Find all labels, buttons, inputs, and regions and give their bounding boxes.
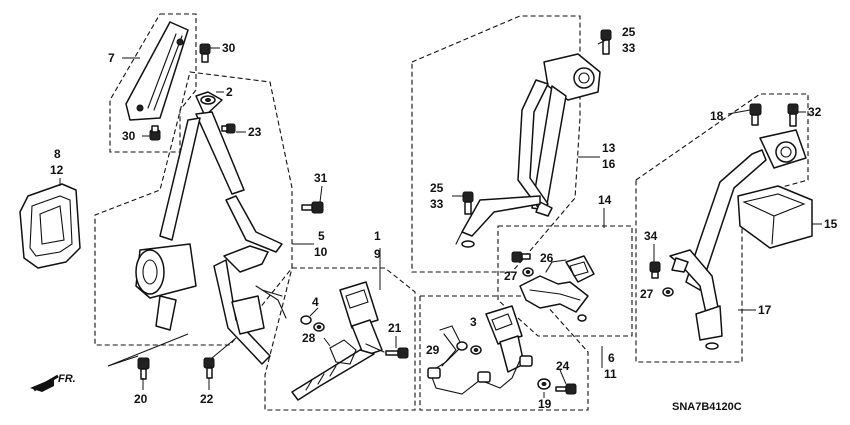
callout-26: 26 <box>540 251 554 265</box>
rear-buckle-set-part <box>519 255 595 313</box>
callout-7: 7 <box>108 51 115 65</box>
direction-label: FR. <box>58 373 76 385</box>
bolt-23-icon <box>221 123 236 134</box>
diagram-code-label: SNA7B4120C <box>672 401 742 413</box>
frame-center-buckle <box>264 267 416 411</box>
washer-27-lower-icon <box>662 287 674 297</box>
tray-cover-part <box>737 185 813 249</box>
frame-front-seat-belt <box>94 71 293 346</box>
callout-30: 30 <box>122 129 136 143</box>
callout-21: 21 <box>388 321 402 335</box>
callout-11: 11 <box>604 367 617 381</box>
callout-16: 16 <box>602 157 616 171</box>
callout-34: 34 <box>644 229 658 243</box>
bolt-31-icon <box>301 201 324 214</box>
rear-outer-belt-part <box>455 53 601 248</box>
callout-23: 23 <box>248 125 262 139</box>
callout-24: 24 <box>556 359 570 373</box>
callout-18: 18 <box>710 109 724 123</box>
callout-33: 33 <box>430 197 444 211</box>
callout-3: 3 <box>470 315 477 329</box>
bolt-24-icon <box>555 383 577 395</box>
callout-32: 32 <box>808 105 822 119</box>
washer-4-icon <box>300 315 325 332</box>
bolt-30-lower-icon <box>149 125 161 141</box>
callout-20: 20 <box>134 392 148 406</box>
callout-29: 29 <box>426 343 440 357</box>
washer-27-upper-icon <box>522 267 534 277</box>
callout-12: 12 <box>50 163 64 177</box>
front-buckle-part <box>291 281 385 401</box>
callout-4: 4 <box>312 295 319 309</box>
rear-buckle-harness-part <box>427 305 533 395</box>
callout-22: 22 <box>200 392 214 406</box>
callout-25: 25 <box>622 25 636 39</box>
frame-rear-outer-belt <box>411 15 581 273</box>
washer-2-icon <box>200 95 216 105</box>
callout-25: 25 <box>430 181 444 195</box>
callout-6: 6 <box>608 351 615 365</box>
washer-3-icon <box>456 341 482 355</box>
callout-10: 10 <box>314 245 328 259</box>
callout-1: 1 <box>374 229 381 243</box>
callout-30: 30 <box>222 41 236 55</box>
front-seat-belt-part <box>135 91 287 365</box>
bolt-25-33-lower-icon <box>462 191 474 215</box>
leader-lines <box>59 39 822 398</box>
frame-rear-buckle-harness <box>419 295 589 411</box>
bolt-18-icon <box>749 103 762 126</box>
callout-33: 33 <box>622 41 636 55</box>
callout-27: 27 <box>640 287 654 301</box>
callout-19: 19 <box>538 397 552 411</box>
frame-front-belt-adjuster <box>109 13 197 153</box>
callout-31: 31 <box>314 171 328 185</box>
bolt-26-icon <box>511 251 531 263</box>
callout-2: 2 <box>226 85 233 99</box>
callout-8: 8 <box>54 147 61 161</box>
height-adjuster-rail-part <box>125 21 189 121</box>
bolt-34-icon <box>649 261 661 279</box>
callout-9: 9 <box>374 247 381 261</box>
callout-13: 13 <box>602 141 616 155</box>
washer-19-icon <box>537 378 551 390</box>
callout-5: 5 <box>318 229 325 243</box>
callout-15: 15 <box>824 217 838 231</box>
bolt-30-upper-icon <box>199 43 211 63</box>
callout-labels: 7 30 2 30 23 8 12 31 5 10 1 9 4 28 21 20… <box>50 25 838 411</box>
washer-misc-icon <box>577 314 587 322</box>
front-direction-arrow-icon: FR. <box>30 373 76 398</box>
callout-27: 27 <box>504 269 518 283</box>
d-ring-cover-part <box>19 183 81 269</box>
callout-17: 17 <box>758 303 772 317</box>
bolt-21-icon <box>385 347 409 359</box>
rear-center-belt-part <box>669 129 807 350</box>
bolt-22-icon <box>203 357 215 379</box>
bolt-32-icon <box>787 103 799 127</box>
frame-rear-buckle-set <box>497 225 633 337</box>
bolt-20-icon <box>137 357 150 380</box>
callout-14: 14 <box>598 193 612 207</box>
callout-28: 28 <box>302 331 316 345</box>
